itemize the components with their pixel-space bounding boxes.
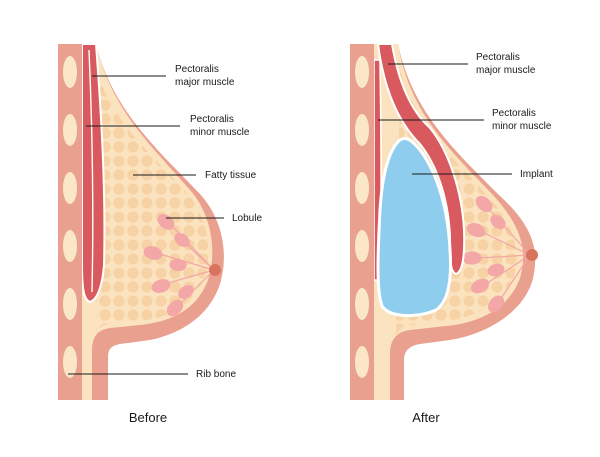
after-lobules: [462, 195, 531, 313]
after-label-major-line2: major muscle: [476, 65, 536, 76]
after-label-minor-line2: minor muscle: [492, 121, 552, 132]
before-chest-wall: [58, 44, 82, 400]
before-panel: Pectoralis major muscle Pectoralis minor…: [58, 43, 262, 425]
after-pectoralis-major: [376, 43, 466, 276]
after-nipple: [526, 249, 538, 261]
before-nipple: [209, 264, 221, 276]
before-label-major-line1: Pectoralis: [175, 64, 219, 75]
after-implant: [376, 136, 452, 317]
before-label-minor-line1: Pectoralis: [190, 114, 234, 125]
after-chest-wall: [350, 44, 374, 400]
after-caption: After: [412, 410, 440, 425]
before-label-rib-bone: Rib bone: [196, 369, 236, 380]
before-rib-bones: [63, 56, 77, 378]
before-label-fatty-tissue: Fatty tissue: [205, 170, 257, 181]
before-lobules: [143, 214, 215, 317]
after-rib-bones: [355, 56, 369, 378]
before-muscle-divider: [88, 49, 94, 293]
before-pectoralis-muscle: [81, 43, 106, 304]
before-label-minor-line2: minor muscle: [190, 127, 250, 138]
after-label-implant: Implant: [520, 169, 553, 180]
after-label-minor-line1: Pectoralis: [492, 108, 536, 119]
after-label-major-line1: Pectoralis: [476, 52, 520, 63]
before-caption: Before: [129, 410, 167, 425]
after-panel: Pectoralis major muscle Pectoralis minor…: [350, 43, 553, 425]
before-fatty-tissue-dots: [96, 70, 209, 340]
before-label-major-line2: major muscle: [175, 77, 235, 88]
before-label-lobule: Lobule: [232, 213, 262, 224]
